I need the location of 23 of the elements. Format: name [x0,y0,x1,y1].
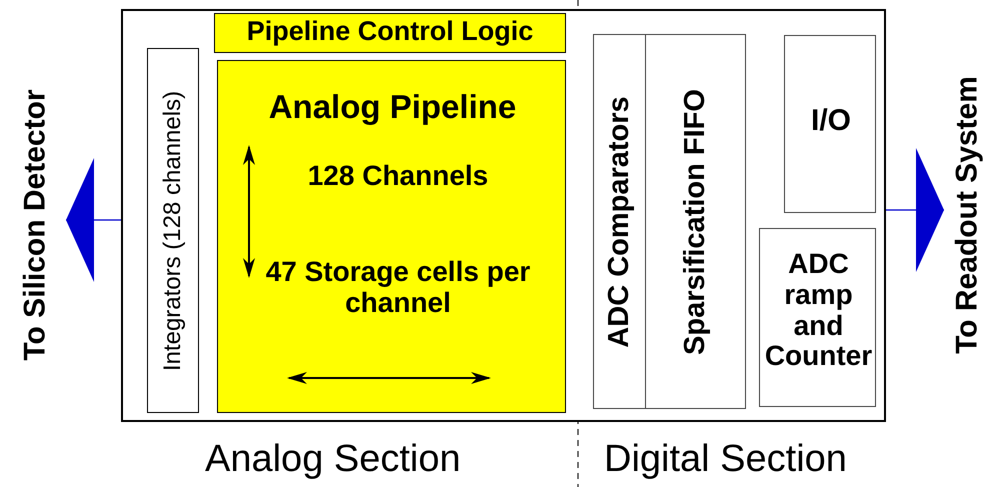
section-label: Analog Section [205,438,461,481]
block-title: Analog Pipeline [268,89,518,126]
section-label: Digital Section [604,438,847,481]
block-box [759,228,876,407]
direction-triangle [886,148,944,272]
direction-triangle [66,158,121,282]
block-title: Integrators (128 channels) [160,90,186,371]
block-title: Pipeline Control Logic [246,17,534,47]
block-title: I/O [810,104,852,137]
block-box [593,34,646,409]
block-text: 47 Storage cells per channel [264,257,532,319]
block-title: ADC ramp and Counter [764,249,874,372]
block-box [147,48,199,413]
block-box [217,60,566,413]
block-box [784,35,876,213]
block-title: Sparsification FIFO [680,88,712,354]
block-title: ADC Comparators [604,96,636,348]
block-text: 128 Channels [306,161,490,192]
block-title: To Readout System [950,76,984,354]
chip-outline [121,9,886,422]
block-box [645,34,746,409]
block-title: To Silicon Detector [18,89,52,361]
block-box [214,13,566,53]
